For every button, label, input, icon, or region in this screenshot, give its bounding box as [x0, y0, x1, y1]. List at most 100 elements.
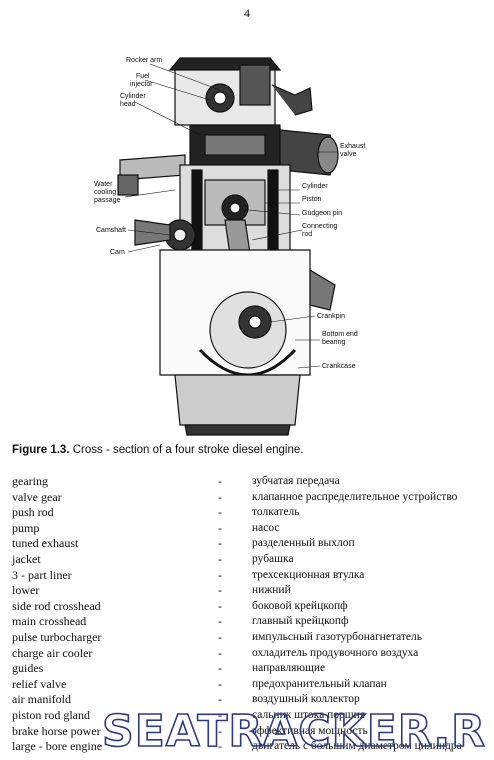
- glossary-dash: -: [218, 505, 222, 520]
- glossary-term-en: lower: [12, 583, 40, 598]
- glossary-term-ru: направляющие: [252, 662, 326, 675]
- label-piston: Piston: [302, 196, 322, 203]
- glossary-term-en: 3 - part liner: [12, 567, 72, 582]
- label-rocker-arm: Rocker arm: [126, 57, 162, 64]
- glossary-dash: -: [218, 614, 222, 629]
- glossary-term-ru: воздушный коллектор: [252, 693, 360, 706]
- label-cylinder: Cylinder: [302, 183, 328, 190]
- glossary-row: valve gear - клапанное распределительное у…: [12, 490, 488, 506]
- glossary-row: charge air cooler-охладитель продувочног…: [12, 646, 488, 662]
- glossary-dash: -: [218, 629, 222, 644]
- glossary-row: pump - насос: [12, 521, 488, 537]
- glossary-row: main crosshead - главный крейцкопф: [12, 614, 488, 630]
- glossary-dash: -: [218, 707, 222, 722]
- label-bottom-end-bearing-line1: Bottom end: [322, 331, 358, 338]
- glossary-term-en: tuned exhaust: [12, 536, 79, 551]
- label-water-cooling-line1: Water: [94, 181, 113, 188]
- glossary-term-ru: главный крейцкопф: [252, 615, 349, 628]
- glossary-dash: -: [218, 692, 222, 707]
- glossary-row: lower - нижний: [12, 583, 488, 599]
- glossary-row: brake horse power - эффективная мощность: [12, 724, 488, 740]
- glossary-row: jacket - рубашка: [12, 552, 488, 568]
- glossary-row: piston rod gland - сальник штока поршня: [12, 708, 488, 724]
- glossary-term-ru: рубашка: [252, 552, 294, 565]
- figure-caption: Figure 1.3. Cross - section of a four st…: [12, 444, 482, 456]
- glossary-row: tuned exhaust - разделенный выхлоп: [12, 536, 488, 552]
- glossary-list: gearing - зубчатая передача valve gear - кла…: [12, 474, 488, 755]
- label-water-cooling-line3: passage: [94, 197, 121, 204]
- watermark-text: SEATRACKER.RU: [102, 706, 488, 757]
- glossary-dash: -: [218, 661, 222, 676]
- glossary-term-en: relief valve: [12, 676, 67, 691]
- glossary-term-ru: двигатель с большим диаметром цилиндра: [252, 740, 462, 753]
- glossary-term-ru: импульсный газотурбонагнетатель: [252, 630, 423, 643]
- label-fuel-injector-line2: injector: [130, 81, 153, 88]
- label-bottom-end-bearing-line2: bearing: [322, 339, 345, 346]
- watermark: SEATRACKER.RU: [98, 698, 488, 758]
- glossary-term-ru: предохранительный клапан: [252, 677, 387, 690]
- glossary-dash: -: [218, 474, 222, 488]
- glossary-term-en: jacket: [12, 551, 41, 566]
- glossary-row: push rod - толкатель: [12, 505, 488, 521]
- glossary-dash: -: [218, 567, 222, 582]
- glossary-term-en: air manifold: [12, 692, 71, 707]
- glossary-row: large - bore engine - двигатель с большим …: [12, 739, 488, 755]
- label-camshaft: Camshaft: [96, 227, 126, 234]
- glossary-term-en: large - bore engine: [12, 739, 103, 754]
- glossary-term-ru: разделенный выхлоп: [252, 537, 355, 550]
- glossary-dash: -: [218, 536, 222, 551]
- glossary-row: pulse turbocharger - импульсный газотурбон…: [12, 630, 488, 646]
- glossary-term-ru: клапанное распределительное устройство: [252, 490, 458, 503]
- glossary-row: guides - направляющие: [12, 661, 488, 677]
- glossary-dash: -: [218, 739, 222, 754]
- glossary-term-ru: насос: [252, 521, 280, 534]
- glossary-term-en: side rod crosshead: [12, 598, 101, 613]
- glossary-row: 3 - part liner - трехсекционная втулка: [12, 568, 488, 584]
- glossary-term-en: brake horse power: [12, 723, 101, 738]
- glossary-dash: -: [218, 551, 222, 566]
- glossary-term-en: gearing: [12, 474, 48, 488]
- glossary-term-ru: эффективная мощность: [252, 724, 368, 737]
- figure-caption-text: Cross - section of a four stroke diesel …: [69, 444, 304, 456]
- label-gudgeon-pin: Gudgeon pin: [302, 210, 342, 217]
- label-cylinder-head-line1: Cylinder: [120, 93, 146, 100]
- glossary-term-en: charge air cooler: [12, 645, 93, 660]
- glossary-term-ru: нижний: [252, 584, 291, 597]
- glossary-term-en: valve gear: [12, 489, 62, 504]
- glossary-term-en: main crosshead: [12, 614, 87, 629]
- glossary-term-en: pulse turbocharger: [12, 629, 102, 644]
- label-connecting-rod-line1: Connecting: [302, 223, 338, 230]
- glossary-row: gearing - зубчатая передача: [12, 474, 488, 490]
- glossary-term-en: guides: [12, 661, 44, 676]
- glossary-dash: -: [218, 520, 222, 535]
- label-crankpin: Crankpin: [317, 313, 345, 320]
- glossary-term-en: piston rod gland: [12, 707, 90, 722]
- glossary-dash: -: [218, 598, 222, 613]
- watermark-graphic: SEATRACKER.RU: [101, 705, 488, 758]
- engine-cross-section-figure: Rocker arm Fuel injector Cylinder head E…: [80, 40, 420, 440]
- glossary-dash: -: [218, 723, 222, 738]
- page-number: 4: [244, 6, 250, 20]
- figure-caption-label: Figure 1.3.: [12, 444, 70, 456]
- label-water-cooling-line2: cooling: [94, 189, 116, 196]
- engine-cross-section-drawing: Rocker arm Fuel injector Cylinder head E…: [94, 57, 365, 436]
- glossary-term-ru: зубчатая передача: [252, 475, 340, 487]
- label-exhaust-valve-line2: valve: [340, 151, 356, 158]
- glossary-term-ru: сальник штока поршня: [252, 708, 366, 721]
- glossary-dash: -: [218, 676, 222, 691]
- label-exhaust-valve-line1: Exhaust: [340, 143, 365, 150]
- glossary-term-ru: толкатель: [252, 506, 300, 519]
- glossary-dash: -: [218, 645, 222, 660]
- label-connecting-rod-line2: rod: [302, 231, 312, 238]
- label-cam: Cam: [110, 249, 125, 256]
- glossary-dash: -: [218, 583, 222, 598]
- glossary-term-ru: боковой крейцкопф: [252, 599, 348, 612]
- label-cylinder-head-line2: head: [120, 101, 136, 108]
- glossary-row: relief valve - предохранительный клапан: [12, 677, 488, 693]
- glossary-term-ru: трехсекционная втулка: [252, 568, 365, 581]
- glossary-term-en: push rod: [12, 505, 54, 520]
- glossary-row: side rod crosshead - боковой крейцкопф: [12, 599, 488, 615]
- glossary-term-en: pump: [12, 520, 40, 535]
- label-crankcase: Crankcase: [322, 363, 356, 370]
- glossary-dash: -: [218, 489, 222, 504]
